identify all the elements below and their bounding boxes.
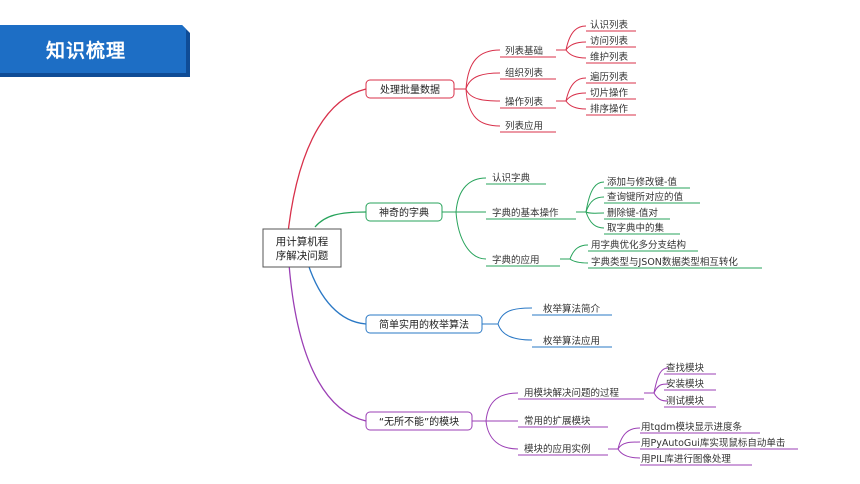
node-add-modify-kv: 添加与修改键-值 — [607, 176, 677, 188]
node-pyautogui-example: 用PyAutoGui库实现鼠标自动单击 — [641, 437, 785, 449]
node-enum-intro: 枚举算法简介 — [543, 303, 601, 315]
node-install-module: 安装模块 — [666, 378, 705, 390]
banner-title: 知识梳理 — [46, 40, 127, 62]
node-tqdm-example: 用tqdm模块显示进度条 — [641, 421, 743, 433]
banner-shape — [0, 25, 190, 77]
node-dict-multibranch: 用字典优化多分支结构 — [591, 239, 686, 251]
node-module-examples: 模块的应用实例 — [524, 443, 591, 455]
branch-2-connectors — [442, 177, 762, 269]
root-node-line-2: 序解决问题 — [276, 249, 329, 262]
branch-3-connectors — [482, 307, 612, 348]
node-dict-application: 字典的应用 — [492, 254, 540, 266]
branch-4-connectors — [472, 367, 798, 466]
connector-root-branch-2 — [314, 211, 367, 228]
root-node-box — [262, 228, 342, 268]
node-sort-op: 排序操作 — [590, 103, 629, 115]
branch-1-box — [365, 79, 455, 99]
branch-2-label: 神奇的字典 — [379, 206, 429, 219]
branch-4-box — [365, 411, 473, 431]
node-list-basics: 列表基础 — [505, 45, 543, 57]
branch-4-label: “无所不能”的模块 — [379, 415, 459, 428]
node-common-modules: 常用的扩展模块 — [524, 415, 591, 427]
branch-2-box — [365, 202, 443, 222]
node-pil-example: 用PIL库进行图像处理 — [641, 453, 731, 465]
section-banner: 知识梳理 — [0, 25, 190, 77]
node-organize-list: 组织列表 — [505, 67, 544, 79]
node-find-module: 查找模块 — [666, 362, 705, 374]
node-list-application: 列表应用 — [505, 120, 543, 132]
node-dict-basic-ops: 字典的基本操作 — [492, 207, 559, 219]
node-know-list: 认识列表 — [590, 19, 629, 31]
branch-1-connectors — [454, 25, 636, 133]
node-dict-json: 字典类型与JSON数据类型相互转化 — [591, 256, 738, 268]
node-traverse-list: 遍历列表 — [590, 71, 629, 83]
node-maintain-list: 维护列表 — [590, 51, 629, 63]
node-know-dict: 认识字典 — [492, 172, 531, 184]
connector-root-branch-3 — [307, 263, 367, 325]
node-delete-kv: 删除键-值对 — [607, 207, 658, 219]
root-node-line-1: 用计算机程 — [276, 235, 329, 248]
branch-3-box — [365, 314, 483, 334]
node-module-process: 用模块解决问题的过程 — [524, 387, 620, 399]
node-enum-application: 枚举算法应用 — [543, 335, 600, 347]
node-operate-list: 操作列表 — [505, 96, 544, 108]
node-query-value: 查询键所对应的值 — [607, 191, 684, 203]
branch-3-label: 简单实用的枚举算法 — [379, 318, 469, 331]
connector-root-branch-4 — [288, 263, 367, 422]
branch-1-label: 处理批量数据 — [380, 83, 440, 96]
node-slice-op: 切片操作 — [590, 87, 629, 99]
node-test-module: 测试模块 — [666, 395, 705, 407]
node-dict-set: 取字典中的集 — [607, 222, 665, 234]
connector-root-branch-1 — [286, 88, 367, 243]
node-access-list: 访问列表 — [590, 35, 629, 47]
